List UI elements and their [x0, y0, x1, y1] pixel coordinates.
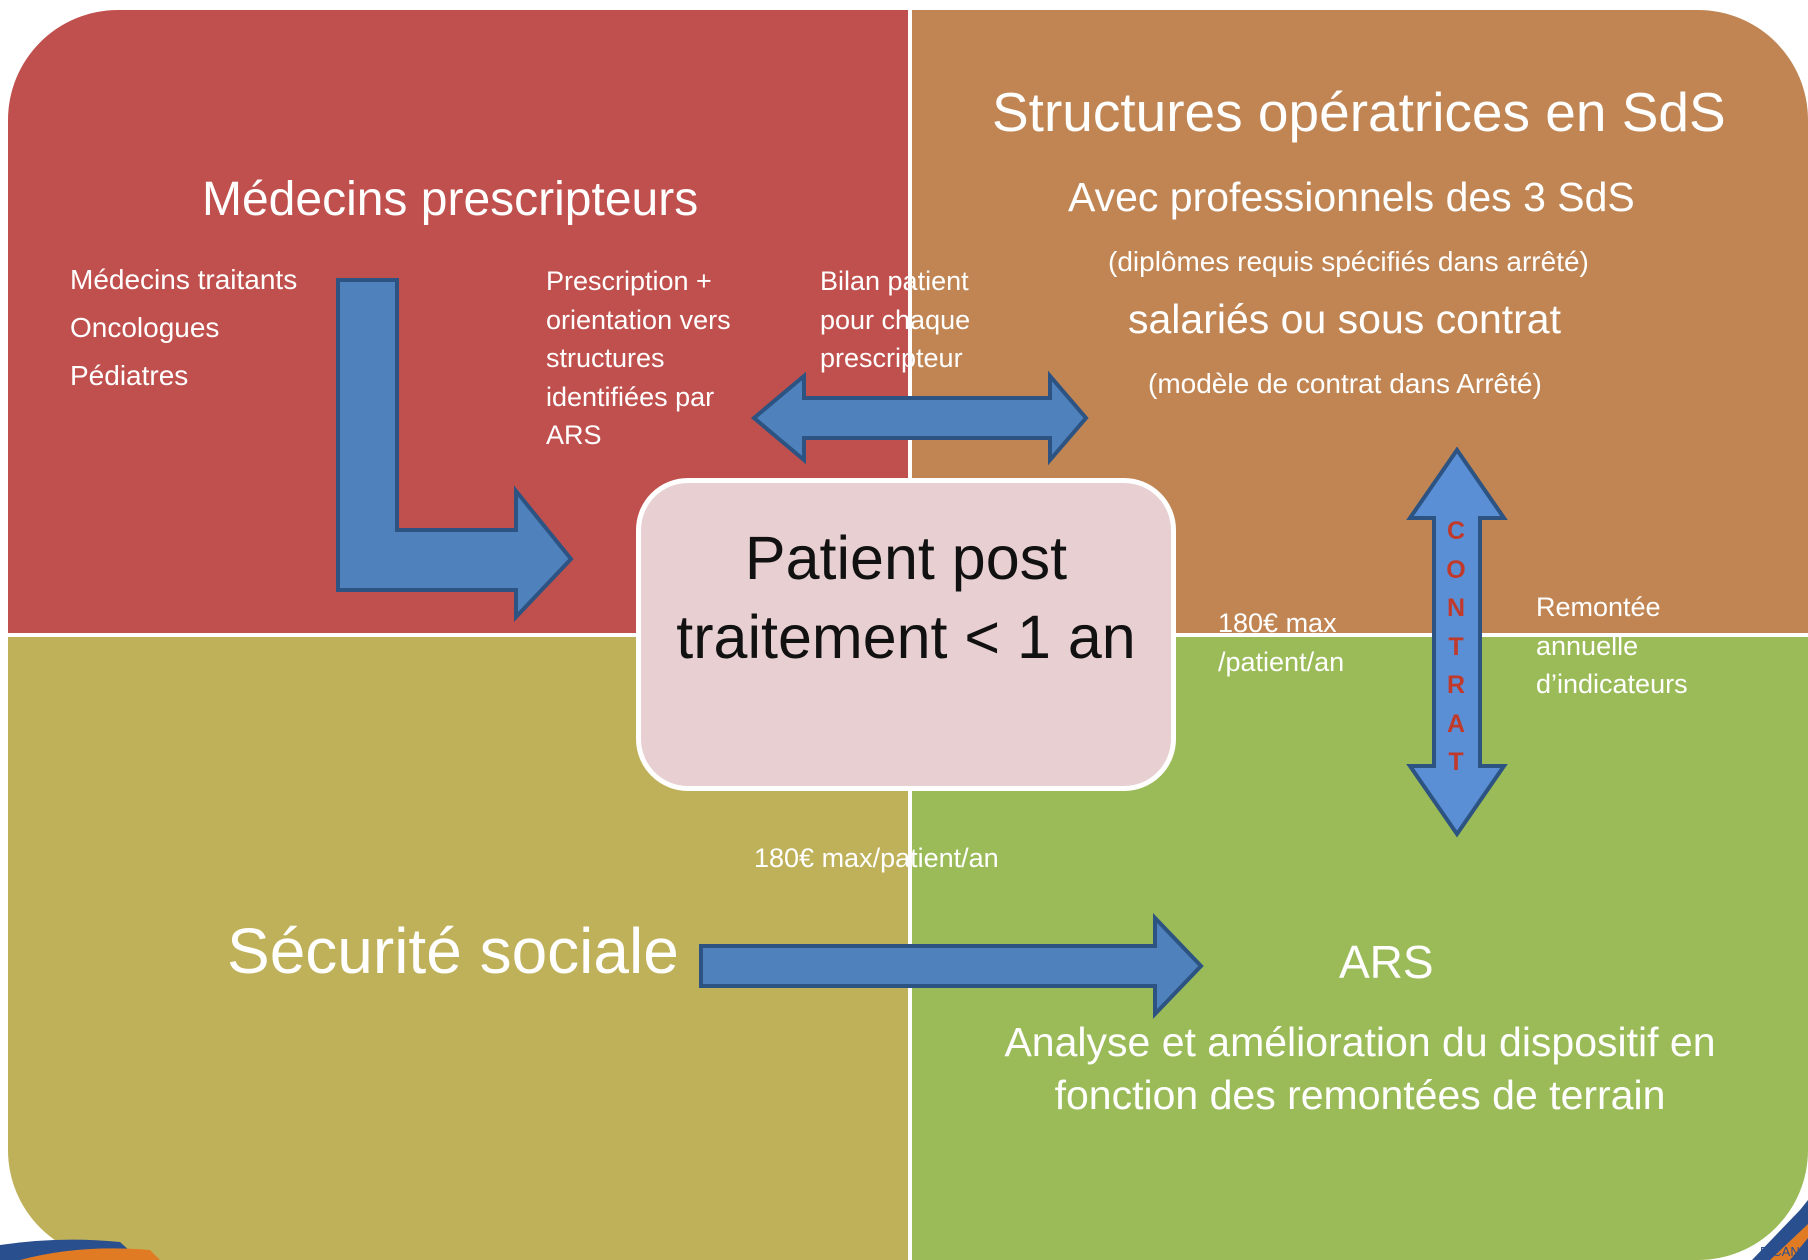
structures-subtitle: Avec professionnels des 3 SdS	[1068, 174, 1635, 220]
contrat-letter: T	[1448, 632, 1464, 661]
center-patient-box: Patient post traitement < 1 an	[636, 478, 1176, 791]
medecins-item: Oncologues	[70, 312, 220, 343]
medecins-item: Pédiatres	[70, 360, 189, 391]
bilan-text: Bilan patient pour chaque prescripteur	[820, 266, 971, 373]
ars-description: Analyse et amélioration du dispositif en…	[1004, 1019, 1716, 1118]
contrat-letter: A	[1446, 709, 1466, 738]
structures-diplomes: (diplômes requis spécifiés dans arrêté)	[1108, 246, 1589, 277]
ars-title: ARS	[1339, 936, 1434, 988]
remontee-text: Remontée annuelle d’indicateurs	[1536, 592, 1688, 699]
center-patient-text: Patient post traitement < 1 an	[676, 524, 1136, 671]
securite-sociale-title: Sécurité sociale	[227, 915, 679, 987]
double-arrow-horizontal-icon	[750, 370, 1089, 466]
contrat-letter: N	[1446, 594, 1466, 622]
double-arrow-vertical-icon	[1406, 446, 1508, 838]
contrat-letter: O	[1446, 555, 1466, 584]
contrat-letter: C	[1446, 517, 1466, 545]
structures-modele: (modèle de contrat dans Arrêté)	[1148, 368, 1542, 399]
structures-title: Structures opératrices en SdS	[992, 81, 1726, 143]
medecins-title: Médecins prescripteurs	[202, 173, 699, 226]
arrow-right-icon	[699, 913, 1204, 1019]
contrat-letter: R	[1446, 671, 1466, 699]
structures-salaries: salariés ou sous contrat	[1128, 296, 1562, 342]
amount-bottom-text: 180€ max/patient/an	[754, 843, 999, 873]
medecins-item: Médecins traitants	[70, 264, 298, 295]
l-arrow-icon	[336, 278, 574, 623]
medecins-list: Médecins traitants Oncologues Pédiatres	[70, 256, 297, 400]
amount-right-text: 180€ max /patient/an	[1218, 608, 1345, 677]
contrat-label: C O N T R A T	[1442, 512, 1470, 782]
contrat-letter: T	[1448, 748, 1464, 776]
prescription-text: Prescription + orientation vers structur…	[546, 266, 731, 450]
